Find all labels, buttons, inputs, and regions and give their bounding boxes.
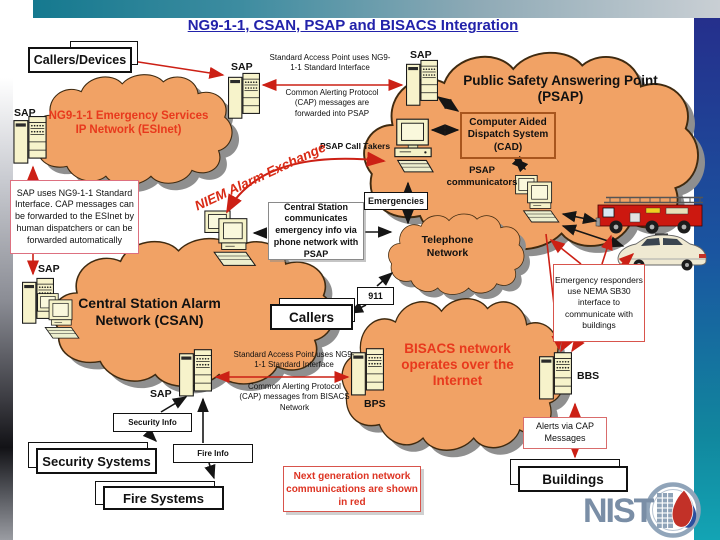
sap-uses-note-box: SAP uses NG9-1-1 Standard Interface. CAP…	[10, 180, 139, 254]
bbs-label: BBS	[577, 370, 600, 382]
emergency-responders-note-box: Emergency responders use NEMA SB30 inter…	[553, 264, 645, 342]
buildings-box: Buildings	[518, 466, 628, 492]
red-ng911-connectors	[26, 60, 635, 459]
sap-server-icon-psap	[406, 59, 438, 106]
next-gen-note-box: Next generation network communications a…	[283, 466, 421, 512]
std-access-top-note: Standard Access Point uses NG9-1-1 Stand…	[269, 53, 391, 73]
cap-from-bisacs-note: Common Alerting Protocol (CAP) messages …	[239, 382, 350, 412]
sap-label-esinet-left: SAP	[14, 107, 36, 119]
cad-box: Computer Aided Dispatch System (CAD)	[460, 112, 556, 159]
telephone-network-cloud-label: Telephone Network	[421, 233, 474, 259]
emergencies-box: Emergencies	[364, 192, 428, 210]
sap-label-csan: SAP	[38, 263, 60, 275]
sap-label-esinet-right: SAP	[231, 61, 253, 73]
psap-cloud-label: Public Safety Answering Point (PSAP)	[463, 72, 658, 104]
callers-box: Callers	[270, 304, 353, 330]
bps-label: BPS	[364, 398, 386, 410]
fire-truck-icon	[595, 196, 703, 234]
fire-info-box: Fire Info	[173, 444, 253, 463]
sap-label-psap: SAP	[410, 49, 432, 61]
esinet-cloud-label: NG9-1-1 Emergency Services IP Network (E…	[48, 109, 209, 136]
right-accent-bar	[694, 18, 720, 540]
bisacs-cloud-label: BISACS network operates over the Interne…	[401, 340, 514, 389]
psap-communicators-label: PSAP communicators	[446, 165, 518, 188]
sap-server-icon-bisacs	[179, 349, 212, 397]
security-info-box: Security Info	[113, 413, 192, 432]
call-911-box: 911	[357, 287, 394, 305]
left-accent-bar	[0, 78, 13, 540]
nist-logo-text: NIST	[583, 492, 654, 530]
bbs-server-icon	[539, 352, 572, 400]
nist-emblem-icon	[645, 482, 701, 538]
sap-server-icon-esinet-right	[228, 72, 260, 119]
top-accent-bar	[33, 0, 720, 18]
std-access-bottom-note: Standard Access Point uses NG9-1-1 Stand…	[233, 350, 355, 370]
slide-title: NG9-1-1, CSAN, PSAP and BISACS Integrati…	[187, 17, 519, 34]
cap-into-psap-note: Common Alerting Protocol (CAP) messages …	[285, 88, 379, 118]
fire-systems-box: Fire Systems	[103, 486, 224, 510]
security-systems-box: Security Systems	[36, 448, 157, 474]
psap-call-takers-label: PSAP Call Takers	[320, 141, 391, 151]
csan-cloud-label: Central Station Alarm Network (CSAN)	[78, 294, 221, 329]
alerts-cap-box: Alerts via CAP Messages	[523, 417, 607, 449]
sap-server-icon-esinet-left	[13, 116, 47, 164]
desktop-computer-icon-call-taker	[394, 118, 434, 173]
callers-devices-box: Callers/Devices	[28, 47, 132, 73]
central-station-comm-box: Central Station communicates emergency i…	[268, 202, 364, 260]
sap-label-bisacs: SAP	[150, 388, 172, 400]
